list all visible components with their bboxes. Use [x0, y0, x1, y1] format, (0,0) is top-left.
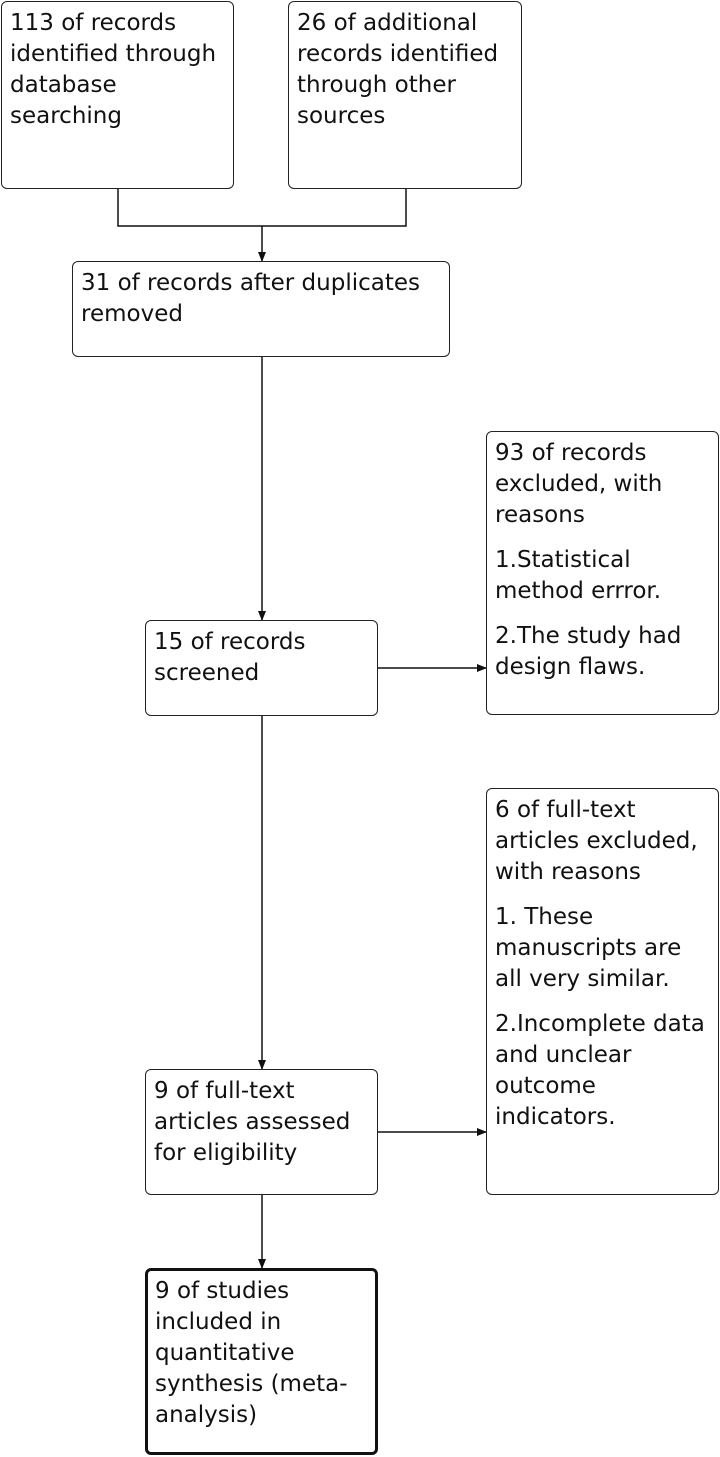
records-after-duplicates-box: 31 of records after duplicates removed — [72, 261, 450, 357]
full-text-excluded-reason-1: 1. These manuscripts are all very simila… — [495, 904, 682, 992]
records-excluded-reason-2: 2.The study had design flaws. — [495, 623, 682, 680]
records-excluded-heading: 93 of records excluded, with reasons — [495, 440, 663, 528]
full-text-excluded-box: 6 of full-text articles excluded, with r… — [486, 788, 719, 1195]
records-screened-text: 15 of records screened — [154, 629, 306, 686]
records-other-sources-text: 26 of additional records identified thro… — [297, 10, 499, 129]
records-after-duplicates-text: 31 of records after duplicates removed — [81, 270, 420, 327]
records-screened-box: 15 of records screened — [145, 620, 378, 716]
records-excluded-box: 93 of records excluded, with reasons 1.S… — [486, 431, 719, 715]
full-text-assessed-box: 9 of full-text articles assessed for eli… — [145, 1069, 378, 1195]
full-text-excluded-heading: 6 of full-text articles excluded, with r… — [495, 797, 698, 885]
merge-connector — [117, 188, 407, 227]
records-database-search-box: 113 of records identified through databa… — [1, 1, 234, 189]
studies-included-text: 9 of studies included in quantitative sy… — [155, 1278, 348, 1428]
full-text-assessed-text: 9 of full-text articles assessed for eli… — [154, 1078, 351, 1166]
records-database-search-text: 113 of records identified through databa… — [10, 10, 217, 129]
records-excluded-reason-1: 1.Statistical method errror. — [495, 547, 662, 604]
full-text-excluded-reason-2: 2.Incomplete data and unclear outcome in… — [495, 1011, 705, 1130]
records-other-sources-box: 26 of additional records identified thro… — [288, 1, 522, 189]
studies-included-box: 9 of studies included in quantitative sy… — [145, 1268, 378, 1455]
